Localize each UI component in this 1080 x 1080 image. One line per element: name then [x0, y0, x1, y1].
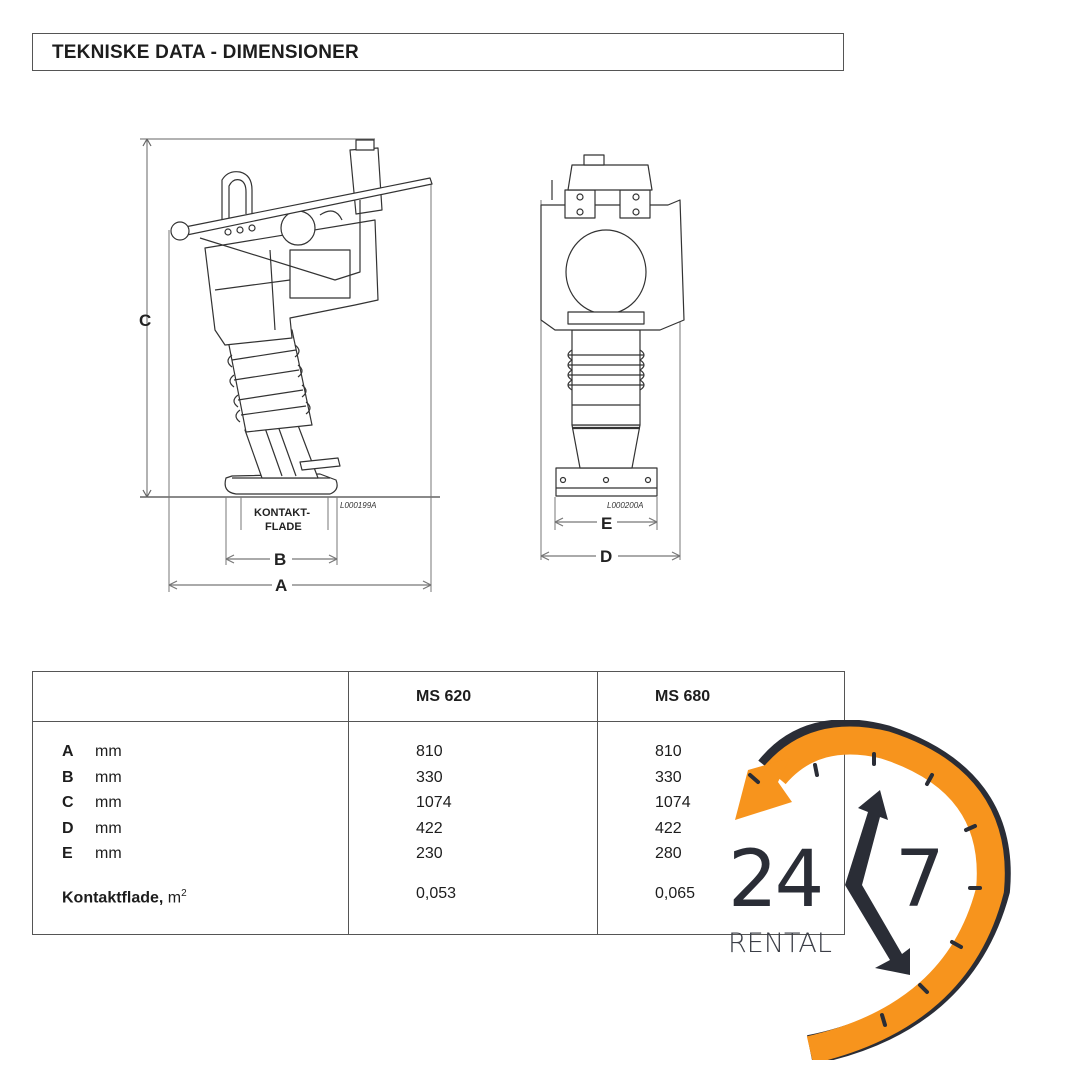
header-cell-ms680: MS 680 [597, 671, 845, 722]
ms620-contact-area: 0,053 [416, 884, 457, 902]
logo-number-24: 24 [728, 835, 824, 925]
ms620-value-d: 422 [416, 819, 443, 837]
ms680-value-e: 280 [655, 845, 682, 862]
dim-label-d: D [600, 547, 613, 566]
front-view-ref-code: L000200A [607, 501, 644, 510]
contact-area-label-2: FLADE [265, 521, 302, 533]
dim-label-e: E [601, 514, 613, 533]
contact-area-row-label: Kontaktflade, m2 [62, 887, 187, 906]
ms620-value-a: 810 [416, 743, 443, 760]
logo-word-rental: RENTAL [728, 928, 832, 959]
logo-number-7: 7 [895, 835, 945, 925]
ms620-value-b: 330 [416, 768, 443, 786]
ms620-value-c: 1074 [416, 794, 452, 811]
ms680-value-d: 422 [655, 819, 682, 837]
table-header-row: MS 620 MS 680 [32, 671, 845, 722]
contact-area-label-1: KONTAKT- [254, 507, 311, 519]
ms620-values-cell: 810 330 1074 422 230 0,053 [348, 721, 598, 935]
dim-label-b: B [274, 550, 287, 569]
header-cell-empty [32, 671, 349, 722]
ms680-contact-area: 0,065 [655, 884, 696, 902]
rammer-line-drawing [140, 138, 685, 592]
side-view-ref-code: L000199A [340, 501, 377, 510]
header-cell-ms620: MS 620 [348, 671, 598, 722]
ms680-value-a: 810 [655, 743, 682, 760]
section-title: TEKNISKE DATA - DIMENSIONER [52, 42, 359, 63]
dim-label-c: C [139, 311, 152, 330]
clock-arrow-icon [735, 720, 1011, 1060]
rental-24-7-logo: 24 7 RENTAL [720, 720, 1020, 1060]
ms680-value-b: 330 [655, 768, 682, 786]
dim-label-a: A [275, 576, 288, 595]
ms680-value-c: 1074 [655, 794, 691, 811]
technical-drawing: C B A KONTAKT- FLADE L000199A E D L00020… [139, 138, 685, 595]
section-title-box: TEKNISKE DATA - DIMENSIONER [32, 33, 844, 71]
ms620-value-e: 230 [416, 845, 443, 862]
